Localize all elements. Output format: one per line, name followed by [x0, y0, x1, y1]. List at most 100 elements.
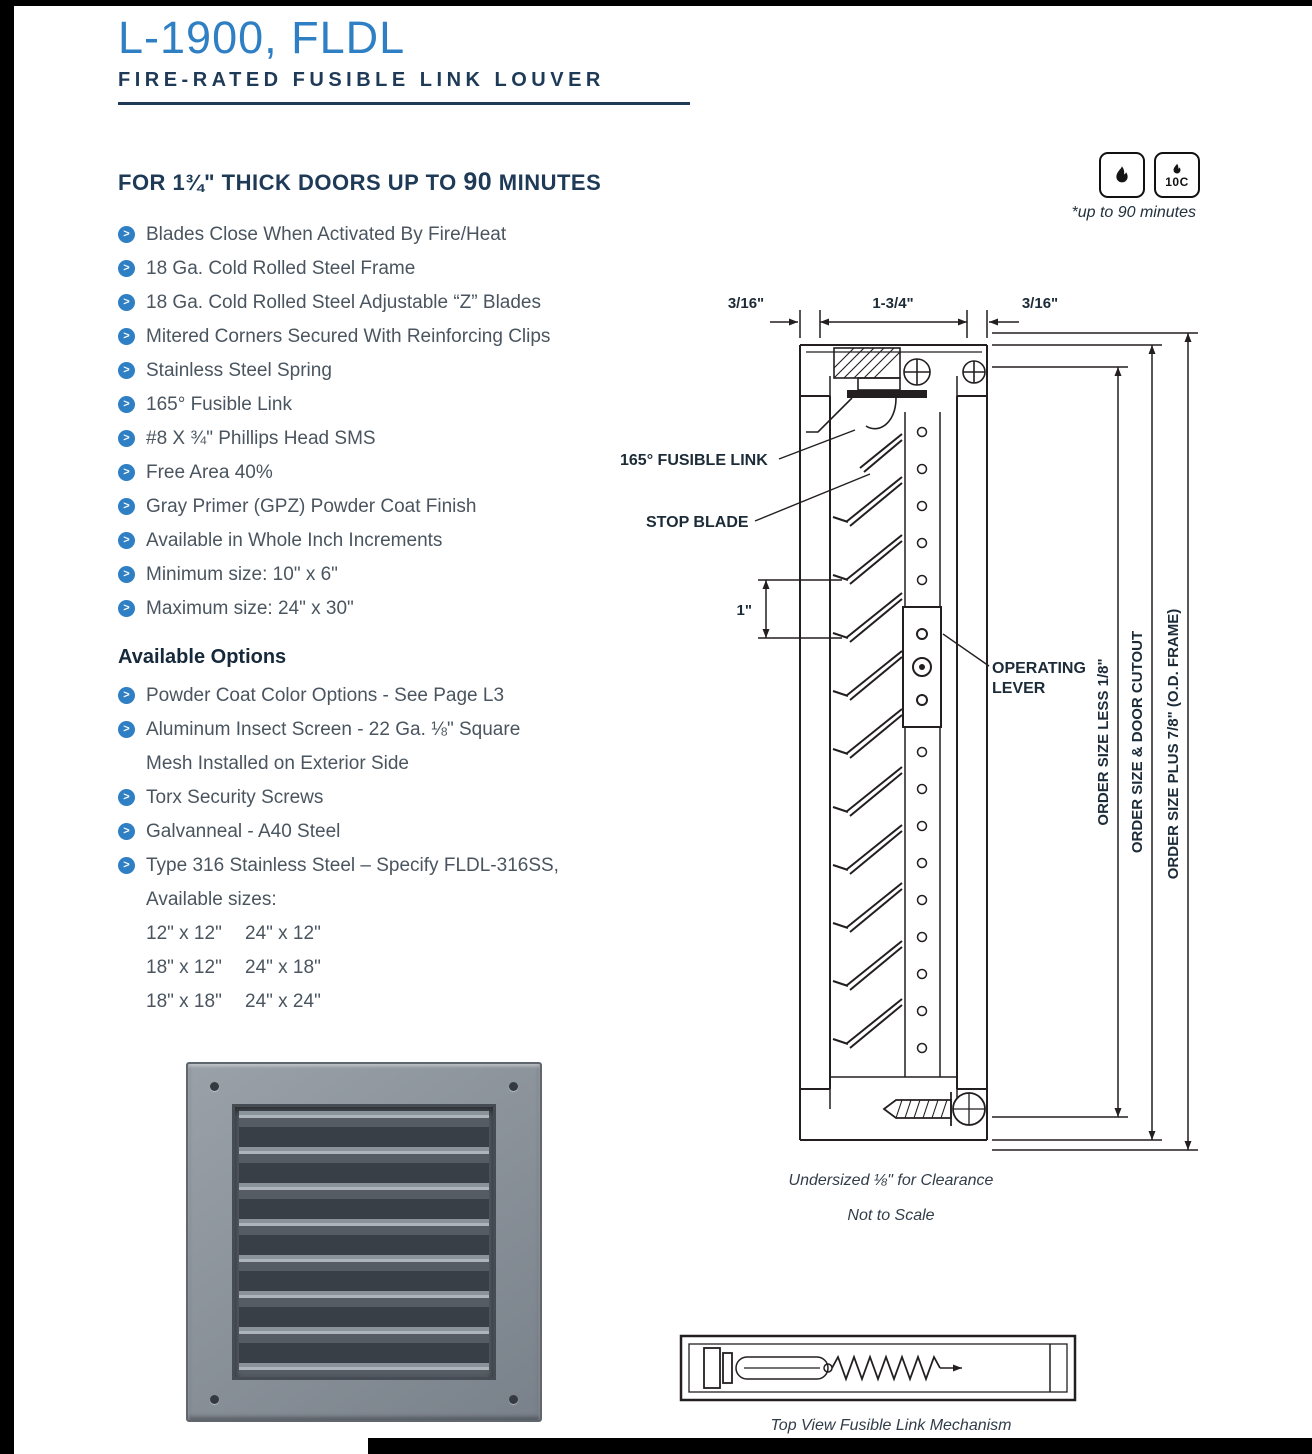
feature-item: >Available in Whole Inch Increments — [118, 530, 680, 552]
feature-item: >Maximum size: 24" x 30" — [118, 598, 680, 620]
dim-top-left-label: 3/16" — [728, 295, 764, 312]
size-cell: 24" x 24" — [245, 990, 321, 1012]
page-edge-top — [0, 0, 1312, 6]
top-view-mechanism-diagram — [679, 1334, 1077, 1402]
title-rule — [118, 102, 690, 106]
option-item: > Type 316 Stainless Steel – Specify FLD… — [118, 855, 680, 1013]
chevron-bullet-icon: > — [118, 600, 135, 617]
option-line1: Aluminum Insect Screen - 22 Ga. ⅛" Squar… — [146, 718, 521, 740]
chevron-bullet-icon: > — [118, 328, 135, 345]
top-dimensions — [770, 310, 1019, 338]
feature-item: >Mitered Corners Secured With Reinforcin… — [118, 326, 680, 348]
screw-icon — [210, 1395, 219, 1404]
size-cell: 12" x 12" — [146, 922, 222, 944]
options-list: >Powder Coat Color Options - See Page L3… — [118, 685, 680, 1013]
operating-lever-drawing — [902, 606, 942, 728]
louver-frame — [186, 1062, 542, 1422]
feature-item: >Minimum size: 10" x 6" — [118, 564, 680, 586]
size-cell: 24" x 12" — [245, 922, 321, 944]
top-view-housing — [679, 1334, 1077, 1402]
title-block: L-1900, FLDL FIRE-RATED FUSIBLE LINK LOU… — [118, 12, 758, 106]
louver-frame-drawing — [799, 344, 988, 1141]
stop-blade-label: STOP BLADE — [646, 514, 749, 531]
option-line2: Mesh Installed on Exterior Side — [146, 752, 409, 774]
size-cell: 24" x 18" — [245, 956, 321, 978]
option-item: > Aluminum Insect Screen - 22 Ga. ⅛" Squ… — [118, 719, 680, 775]
page-title: L-1900, FLDL — [118, 12, 406, 63]
chevron-bullet-icon: > — [118, 362, 135, 379]
order-size-plus-label: ORDER SIZE PLUS 7/8" (O.D. FRAME) — [1165, 609, 1182, 879]
feature-item: >18 Ga. Cold Rolled Steel Frame — [118, 258, 680, 280]
order-size-dimensions — [992, 332, 1198, 1151]
fire-icon — [1173, 162, 1181, 174]
option-item: >Powder Coat Color Options - See Page L3 — [118, 685, 680, 707]
order-size-less-label: ORDER SIZE LESS 1/8" — [1095, 658, 1112, 825]
badge-label: 10C — [1165, 175, 1189, 189]
option-line2: Available sizes: — [146, 888, 277, 910]
screw-icon — [210, 1082, 219, 1091]
size-cell: 18" x 18" — [146, 990, 222, 1012]
option-line1: Type 316 Stainless Steel – Specify FLDL-… — [146, 854, 559, 876]
cross-section-diagram: 3/16" 1-3/4" 3/16" 1" ORDER SIZE LESS 1/… — [620, 295, 1198, 1151]
page-subtitle: FIRE-RATED FUSIBLE LINK LOUVER — [118, 69, 605, 92]
chevron-bullet-icon: > — [118, 464, 135, 481]
fusible-link-mechanism — [806, 347, 986, 433]
dim-top-mid-label: 1-3/4" — [872, 295, 913, 312]
spring-icon — [831, 1354, 941, 1382]
fusible-link-label: 165° FUSIBLE LINK — [620, 452, 768, 469]
available-sizes-table: 12" x 12" 24" x 12" 18" x 12" 24" x 18" 18… — [146, 923, 559, 1013]
page-edge-bottom — [368, 1438, 1312, 1454]
fire-rating-10c-badge: 10C — [1154, 152, 1200, 198]
chevron-bullet-icon: > — [118, 498, 135, 515]
chevron-bullet-icon: > — [118, 430, 135, 447]
leader-lines — [754, 429, 990, 667]
feature-item: >165° Fusible Link — [118, 394, 680, 416]
section-heading: FOR 1¾" THICK DOORS UP TO 90 MINUTES — [118, 168, 758, 197]
heading-minutes: 90 — [463, 168, 493, 196]
chevron-bullet-icon: > — [118, 226, 135, 243]
operating-lever-label: LEVER — [992, 680, 1046, 697]
chevron-bullet-icon: > — [118, 822, 135, 840]
option-item: >Torx Security Screws — [118, 787, 680, 809]
product-photo — [186, 1062, 542, 1422]
top-view-caption: Top View Fusible Link Mechanism — [770, 1417, 1012, 1434]
chevron-bullet-icon: > — [118, 396, 135, 413]
chevron-bullet-icon: > — [118, 566, 135, 583]
not-to-scale-note: Not to Scale — [847, 1207, 935, 1224]
chevron-bullet-icon: > — [118, 260, 135, 277]
feature-item: >#8 X ¾" Phillips Head SMS — [118, 428, 680, 450]
heading-pre: FOR 1¾" THICK DOORS UP TO — [118, 170, 457, 195]
dim-blade-pitch-label: 1" — [737, 602, 752, 619]
louver-slats — [239, 1111, 489, 1373]
feature-item: >Blades Close When Activated By Fire/Hea… — [118, 224, 680, 246]
blade-stack — [832, 433, 903, 1049]
screw-icon — [509, 1082, 518, 1091]
fire-rating-badge — [1099, 152, 1145, 198]
louver-blades-panel — [232, 1104, 496, 1380]
chevron-bullet-icon: > — [118, 532, 135, 549]
feature-item: >Stainless Steel Spring — [118, 360, 680, 382]
order-size-cutout-label: ORDER SIZE & DOOR CUTOUT — [1129, 631, 1146, 853]
chevron-bullet-icon: > — [118, 686, 135, 704]
chevron-bullet-icon: > — [118, 720, 135, 738]
screw-icon — [509, 1395, 518, 1404]
options-heading: Available Options — [118, 645, 287, 668]
undersized-note: Undersized ⅛" for Clearance — [788, 1172, 994, 1189]
feature-item: >18 Ga. Cold Rolled Steel Adjustable “Z”… — [118, 292, 680, 314]
axle-holes — [916, 426, 928, 1054]
chevron-bullet-icon: > — [118, 856, 135, 874]
rating-note: *up to 90 minutes — [1071, 204, 1196, 221]
feature-item: >Free Area 40% — [118, 462, 680, 484]
chevron-bullet-icon: > — [118, 788, 135, 806]
feature-item: >Gray Primer (GPZ) Powder Coat Finish — [118, 496, 680, 518]
operating-lever-label: OPERATING — [992, 660, 1086, 677]
size-cell: 18" x 12" — [146, 956, 222, 978]
fire-icon — [1116, 164, 1128, 183]
dim-top-right-label: 3/16" — [1022, 295, 1058, 312]
option-item: >Galvanneal - A40 Steel — [118, 821, 680, 843]
rating-badges: 10C — [1099, 152, 1200, 198]
blade-pitch-dimension — [758, 579, 842, 639]
heading-post: MINUTES — [498, 170, 602, 195]
page-edge-left — [0, 0, 14, 1454]
